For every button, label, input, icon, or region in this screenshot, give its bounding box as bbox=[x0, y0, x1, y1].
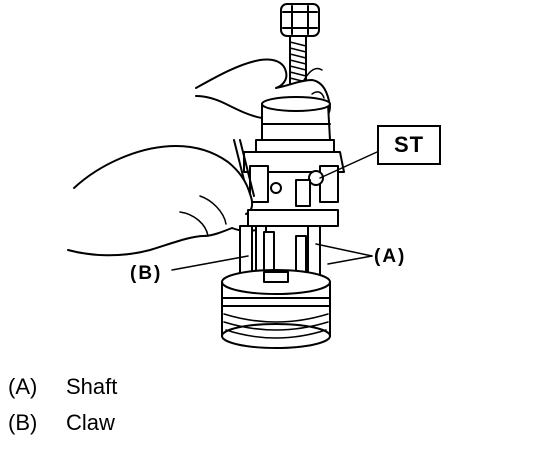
leader-lines bbox=[171, 151, 378, 271]
callout-claw: (B) bbox=[130, 263, 163, 284]
legend-text: Claw bbox=[66, 410, 115, 435]
tool-knob bbox=[280, 3, 320, 37]
legend-item-claw: (B) Claw bbox=[8, 410, 115, 436]
tool-body bbox=[255, 96, 335, 153]
gear-assembly bbox=[221, 269, 331, 349]
holding-bar bbox=[247, 209, 339, 227]
tool-arms bbox=[233, 139, 345, 207]
special-tool-label: ST bbox=[377, 125, 441, 165]
legend-text: Shaft bbox=[66, 374, 118, 399]
legend-key: (B) bbox=[8, 410, 38, 435]
legend-key: (A) bbox=[8, 374, 38, 399]
legend-item-shaft: (A) Shaft bbox=[8, 374, 117, 400]
callout-shaft: (A) bbox=[374, 246, 407, 267]
claws bbox=[239, 225, 321, 283]
